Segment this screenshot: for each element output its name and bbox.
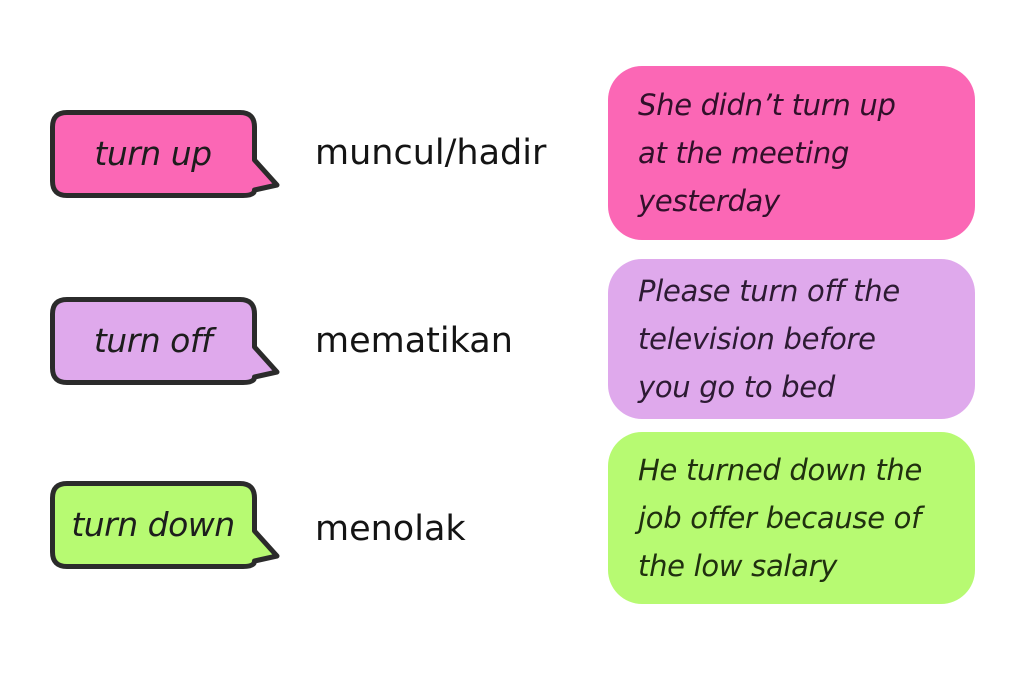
example-line: She didn’t turn up [638, 88, 896, 122]
speech-bubble-shape [50, 110, 280, 198]
phrase-label: turn down [71, 504, 235, 544]
example-line: at the meeting [638, 136, 850, 170]
example-line: job offer because of [638, 501, 922, 535]
speech-bubble-shape [50, 481, 280, 569]
meaning-label: mematikan [315, 321, 513, 361]
phrase-label: turn up [94, 133, 212, 173]
example-bubble: He turned down the job offer because of … [608, 432, 975, 604]
meaning-label: muncul/hadir [315, 133, 547, 173]
speech-bubble-shape [50, 297, 280, 385]
example-bubble: She didn’t turn up at the meeting yester… [608, 66, 975, 240]
example-line: yesterday [638, 184, 780, 218]
example-line: television before [638, 322, 876, 356]
example-line: you go to bed [638, 370, 835, 404]
phrase-label: turn off [93, 320, 213, 360]
phrase-bubble: turn off [50, 297, 286, 386]
phrase-bubble: turn up [50, 110, 286, 199]
example-line: the low salary [638, 549, 838, 583]
meaning-label: menolak [315, 509, 466, 549]
example-line: Please turn off the [638, 274, 900, 308]
example-bubble: Please turn off the television before yo… [608, 259, 975, 419]
phrase-bubble: turn down [50, 481, 286, 570]
example-line: He turned down the [638, 453, 923, 487]
